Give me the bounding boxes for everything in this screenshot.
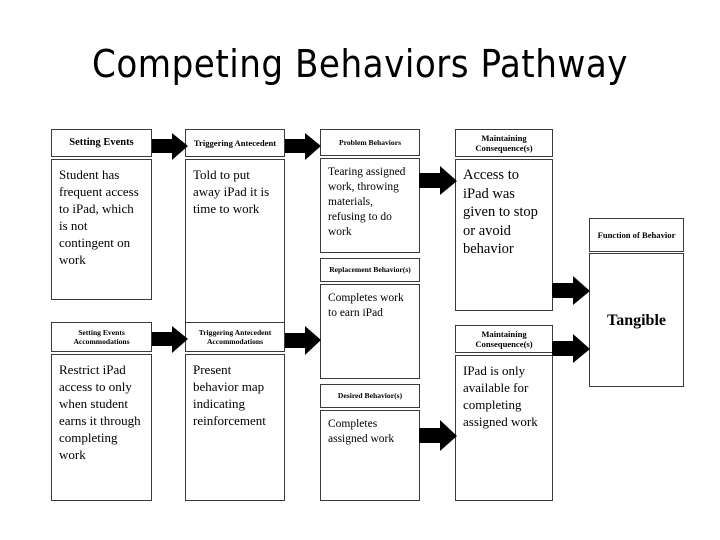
node-setting-events-accommodations[interactable]: Setting Events Accommodations Restrict i… xyxy=(51,322,152,501)
node-function-of-behavior[interactable]: Function of Behavior Tangible xyxy=(589,218,684,387)
node-maintaining-consequences-bottom[interactable]: Maintaining Consequence(s) IPad is only … xyxy=(455,325,553,501)
node-setting-events-header: Setting Events xyxy=(51,129,152,157)
node-maintaining-consequences-top-header: Maintaining Consequence(s) xyxy=(455,129,553,157)
node-maintaining-consequences-top-body: Access to iPad was given to stop or avoi… xyxy=(455,159,553,311)
node-desired-behaviors-body: Completes assigned work xyxy=(320,410,420,501)
node-maintaining-consequences-top[interactable]: Maintaining Consequence(s) Access to iPa… xyxy=(455,129,553,311)
node-function-of-behavior-body: Tangible xyxy=(589,253,684,387)
node-problem-behaviors[interactable]: Problem Behaviors Tearing assigned work,… xyxy=(320,129,420,253)
arrow-maintaining-consequences-top-to-function xyxy=(552,276,590,306)
node-triggering-antecedent-accommodations-body: Present behavior map indicating reinforc… xyxy=(185,354,285,501)
node-desired-behaviors[interactable]: Desired Behavior(s) Completes assigned w… xyxy=(320,384,420,501)
arrow-setting-events-to-triggering-antecedent xyxy=(152,133,188,161)
node-setting-events[interactable]: Setting Events Student has frequent acce… xyxy=(51,129,152,300)
node-replacement-behaviors-header: Replacement Behavior(s) xyxy=(320,258,420,282)
node-triggering-antecedent-header: Triggering Antecedent xyxy=(185,129,285,157)
node-problem-behaviors-body: Tearing assigned work, throwing material… xyxy=(320,158,420,253)
arrow-triggering-antecedent-to-problem-behaviors xyxy=(285,133,321,161)
arrow-triggering-accommodations-to-replacement-behaviors xyxy=(285,326,321,356)
node-triggering-antecedent[interactable]: Triggering Antecedent Told to put away i… xyxy=(185,129,285,335)
arrow-problem-behaviors-to-maintaining-consequences-top xyxy=(419,166,457,196)
node-problem-behaviors-header: Problem Behaviors xyxy=(320,129,420,156)
node-function-of-behavior-header: Function of Behavior xyxy=(589,218,684,252)
node-setting-events-body: Student has frequent access to iPad, whi… xyxy=(51,159,152,300)
node-replacement-behaviors-body: Completes work to earn iPad xyxy=(320,284,420,379)
node-maintaining-consequences-bottom-body: IPad is only available for completing as… xyxy=(455,355,553,501)
node-triggering-antecedent-body: Told to put away iPad it is time to work xyxy=(185,159,285,335)
node-replacement-behaviors[interactable]: Replacement Behavior(s) Completes work t… xyxy=(320,258,420,379)
node-setting-events-accommodations-header: Setting Events Accommodations xyxy=(51,322,152,352)
node-maintaining-consequences-bottom-header: Maintaining Consequence(s) xyxy=(455,325,553,353)
arrow-setting-events-accommodations-to-triggering-accommodations xyxy=(152,326,188,354)
node-triggering-antecedent-accommodations-header: Triggering Antecedent Accommodations xyxy=(185,322,285,352)
arrow-desired-behaviors-to-maintaining-consequences-bottom xyxy=(419,420,457,452)
node-desired-behaviors-header: Desired Behavior(s) xyxy=(320,384,420,408)
node-triggering-antecedent-accommodations[interactable]: Triggering Antecedent Accommodations Pre… xyxy=(185,322,285,501)
node-setting-events-accommodations-body: Restrict iPad access to only when studen… xyxy=(51,354,152,501)
arrow-maintaining-consequences-bottom-to-function xyxy=(552,334,590,364)
page-title: Competing Behaviors Pathway xyxy=(92,42,628,86)
